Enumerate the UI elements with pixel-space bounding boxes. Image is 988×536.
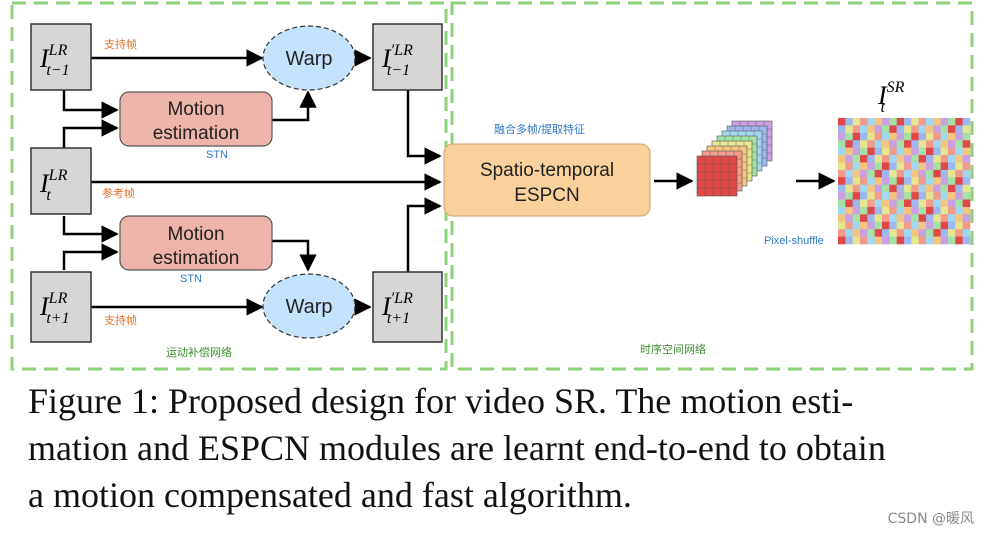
svg-text:I′LRt−1: I′LRt−1 — [381, 42, 413, 79]
spatiotemporal-network-label: 时序空间网络 — [640, 342, 706, 356]
arrow-warped-prev-to-espcn — [406, 90, 442, 165]
svg-text:I′LRt+1: I′LRt+1 — [381, 290, 413, 327]
svg-text:Warp: Warp — [285, 48, 332, 70]
support-frame-bottom-label: 支持帧 — [104, 313, 137, 327]
svg-text:Motion: Motion — [167, 99, 224, 120]
feature-map-stack — [696, 120, 773, 197]
arrow-curr-to-motion-bottom — [62, 216, 119, 243]
warp-bottom: Warp — [262, 273, 356, 339]
motion-estimation-top: Motion estimation — [119, 91, 273, 147]
motion-network-label: 运动补偿网络 — [166, 345, 232, 359]
arrow-next-to-motion-bottom — [62, 243, 119, 270]
fusion-label: 融合多帧/提取特征 — [494, 122, 585, 136]
stn-top-label: STN — [206, 149, 228, 161]
figure-caption: Figure 1: Proposed design for video SR. … — [28, 378, 978, 519]
svg-text:Warp: Warp — [285, 296, 332, 318]
arrow-motion-to-warp-top — [272, 90, 317, 122]
svg-text:estimation: estimation — [153, 123, 240, 144]
feature-layer — [696, 155, 738, 197]
arrow-curr-to-motion-top — [62, 119, 119, 148]
arrow-warped-next-to-espcn — [406, 197, 442, 272]
support-frame-top-label: 支持帧 — [104, 37, 137, 51]
pixel-shuffle-label: Pixel-shuffle — [764, 235, 824, 247]
sr-output-image — [838, 118, 971, 245]
arrow-motion-to-warp-bottom — [272, 239, 317, 272]
csdn-watermark: CSDN @暖风 — [887, 511, 974, 527]
reference-frame-label: 参考帧 — [102, 186, 135, 200]
caption-line-1: Figure 1: Proposed design for video SR. … — [28, 381, 854, 421]
svg-text:Motion: Motion — [167, 224, 224, 245]
caption-line-3: a motion compensated and fast algorithm. — [28, 475, 632, 515]
svg-text:ESPCN: ESPCN — [514, 185, 579, 206]
motion-estimation-bottom: Motion estimation — [119, 215, 273, 271]
flow-arrows — [62, 49, 836, 316]
espcn-box: Spatio-temporal ESPCN — [443, 143, 651, 217]
arrow-prev-to-motion — [62, 90, 119, 119]
svg-text:estimation: estimation — [153, 248, 240, 269]
caption-line-2: mation and ESPCN modules are learnt end-… — [28, 428, 886, 468]
svg-text:Spatio-temporal: Spatio-temporal — [480, 160, 614, 181]
stn-bottom-label: STN — [180, 273, 202, 285]
warp-top: Warp — [262, 25, 356, 91]
